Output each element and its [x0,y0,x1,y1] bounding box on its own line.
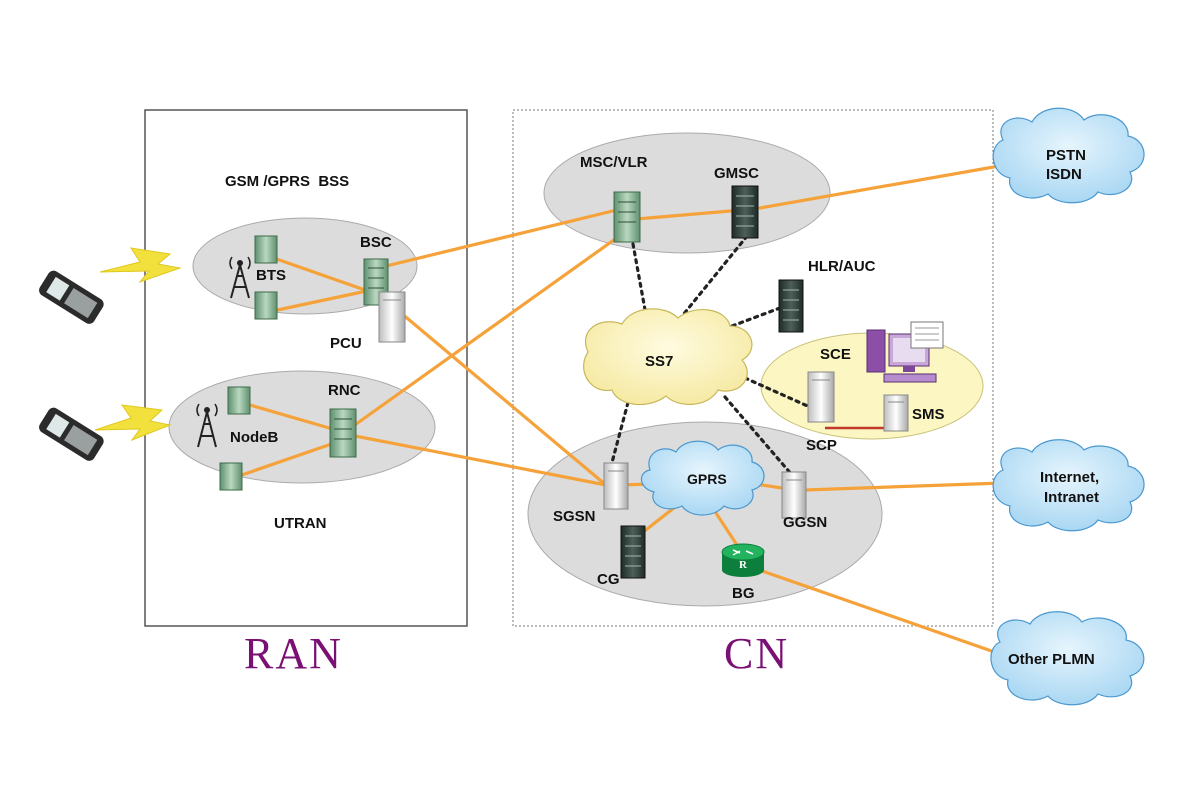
scp-label: SCP [806,437,837,454]
ran-title: RAN [244,629,343,678]
bts-rack-icon [254,291,278,320]
utran-ellipse [168,370,436,484]
bts-label: BTS [256,267,286,284]
internet-label: Internet, [1040,469,1099,486]
bsc-label: BSC [360,234,392,251]
sms-label: SMS [912,406,945,423]
internet-intranet-cloud-icon [992,439,1145,532]
rnc-server-rack-icon [329,408,357,458]
antenna-tower-icon [229,256,251,299]
hlr-auc-label: HLR/AUC [808,258,876,275]
ggsn-server-tower-icon [781,471,807,519]
sgsn-server-tower-icon [603,462,629,510]
ss7-cloud-icon [583,308,753,406]
lightning-icon [94,404,172,442]
utran-label: UTRAN [274,515,327,532]
gmsc-label: GMSC [714,165,759,182]
scp-server-tower-icon [807,371,835,423]
cg-server-rack-icon [620,525,646,579]
sgsn-label: SGSN [553,508,596,525]
ss7-label: SS7 [645,353,673,370]
bts-rack-icon [254,235,278,264]
gprs-cloud-icon [640,440,765,516]
other-plmn-cloud-icon [990,611,1145,706]
isdn-label: ISDN [1046,166,1082,183]
ggsn-label: GGSN [783,514,827,531]
cg-label: CG [597,571,620,588]
antenna-tower-icon [196,403,218,448]
rnc-label: RNC [328,382,361,399]
cn-box [512,109,994,627]
hlr-auc-server-rack-icon [778,279,804,333]
gprs-label: GPRS [687,471,727,487]
bss-label: GSM /GPRS BSS [225,173,349,190]
pcu-label: PCU [330,335,362,352]
bearer-links [231,163,1007,657]
msc-vlr-server-rack-icon [613,191,641,243]
lightning-icon [99,247,182,284]
nodeb-rack-icon [219,462,243,491]
nodeb-rack-icon [227,386,251,415]
nodeb-label: NodeB [230,429,279,446]
sce-workstation-icon [866,321,944,383]
mobile-phone-icon [39,407,104,461]
pcu-server-tower-icon [378,291,406,343]
cs-core-ellipse [543,132,831,254]
sms-server-tower-icon [883,394,909,432]
bg-label: BG [732,585,755,602]
router-mark: R [739,559,748,571]
other-plmn-label: Other PLMN [1008,651,1095,668]
cn-title: CN [724,629,789,678]
mobile-phone-icon [39,270,104,324]
intranet-label: Intranet [1044,489,1099,506]
msc-vlr-label: MSC/VLR [580,154,648,171]
router-icon: R [721,543,765,577]
sce-label: SCE [820,346,851,363]
gmsc-server-rack-icon [731,185,759,239]
pstn-isdn-cloud-icon [992,107,1145,204]
pstn-label: PSTN [1046,147,1086,164]
